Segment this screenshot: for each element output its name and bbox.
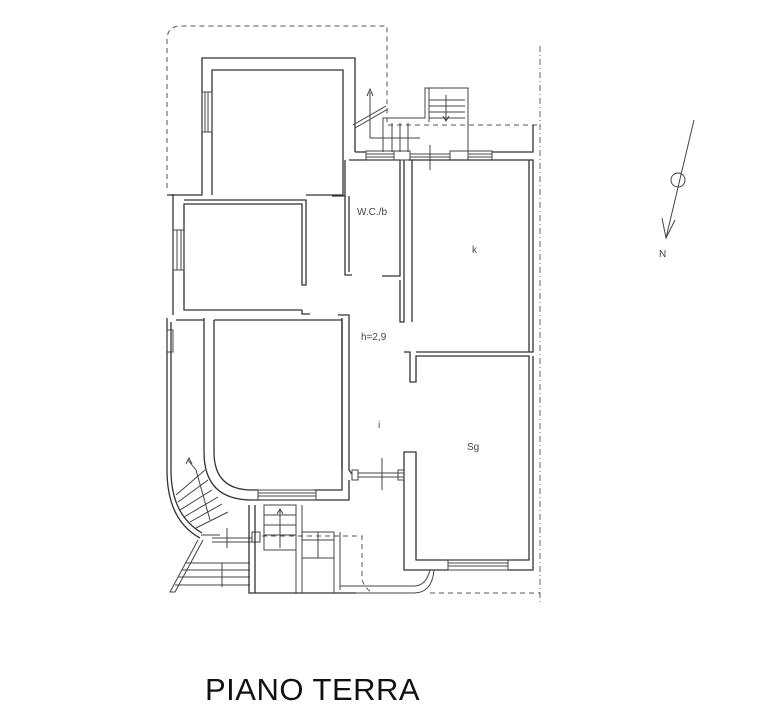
property-boundary	[166, 25, 541, 605]
room-label-wc: W.C./b	[357, 207, 388, 218]
left-corridor-walls	[166, 318, 204, 539]
compass-north-label: N	[659, 249, 667, 260]
lower-right-curve	[340, 569, 435, 594]
room-label-soggiorno: Sg	[467, 442, 480, 453]
ceiling-height-label: h=2,9	[361, 332, 387, 343]
lower-left-stairs	[169, 531, 261, 593]
room-soggiorno-walls	[403, 351, 534, 571]
north-arrow-icon	[661, 119, 695, 240]
room-label-kitchen: k	[472, 245, 477, 256]
top-stairs	[352, 87, 469, 152]
top-openings	[355, 125, 534, 170]
room-upper-left-walls	[167, 57, 356, 196]
room-lower-left-walls	[203, 318, 350, 501]
room-middle-left-walls	[172, 194, 310, 315]
spiral-stair	[175, 456, 252, 548]
room-label-ingresso: i	[378, 420, 381, 431]
lower-center-stairs	[248, 504, 356, 594]
floor-title: PIANO TERRA	[205, 672, 421, 707]
room-kitchen-walls	[408, 159, 534, 353]
